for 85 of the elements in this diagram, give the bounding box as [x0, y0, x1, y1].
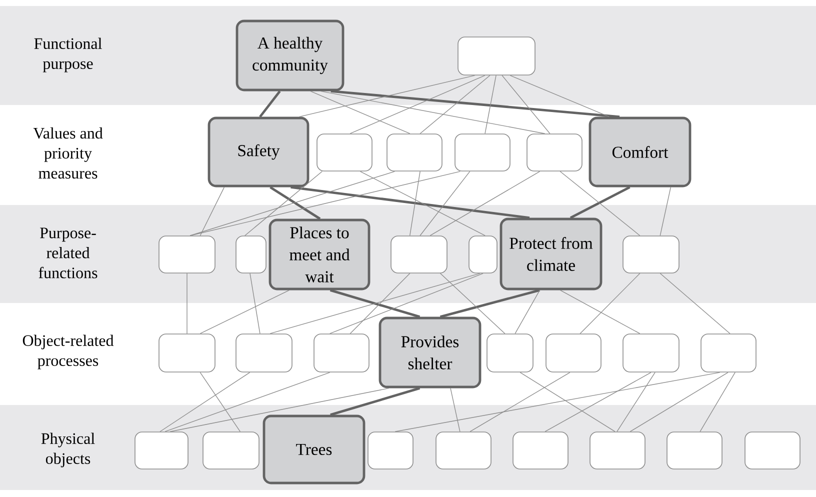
level-label: Functional purpose [34, 38, 102, 72]
concept-box: Trees [262, 414, 366, 484]
connector-line [310, 90, 410, 134]
empty-box [236, 334, 292, 372]
connector-line [244, 171, 323, 236]
highlighted-line [440, 289, 540, 318]
connector-line [200, 186, 225, 236]
connector-line [630, 372, 728, 432]
empty-box [158, 334, 216, 372]
concept-box: Provides shelter [378, 316, 482, 388]
highlighted-line [270, 186, 321, 220]
connector-line [430, 171, 540, 236]
highlighted-line [259, 90, 281, 118]
concept-box: A healthy community [236, 20, 344, 92]
connector-line [544, 372, 652, 432]
connector-line [560, 171, 640, 236]
empty-box [458, 36, 536, 76]
concept-box: Comfort [588, 116, 692, 188]
empty-box [368, 432, 414, 470]
level-label: Physical objects [41, 432, 95, 468]
connector-line [200, 290, 290, 334]
highlighted-line [330, 387, 420, 416]
empty-box [202, 432, 260, 470]
connector-line [520, 372, 616, 432]
connector-line [470, 372, 570, 432]
highlighted-line [330, 90, 620, 118]
empty-box [436, 432, 492, 470]
connector-line [394, 372, 720, 432]
highlighted-line [290, 186, 530, 219]
empty-box [158, 236, 216, 274]
connector-line [190, 171, 396, 236]
highlighted-line [570, 186, 630, 219]
empty-box [512, 432, 568, 470]
connector-line [298, 75, 476, 118]
connector-line [700, 372, 736, 432]
connector-line [330, 273, 484, 334]
empty-box [134, 432, 188, 470]
highlighted-line [330, 289, 420, 318]
connector-line [164, 372, 330, 432]
connector-line [560, 290, 640, 334]
concept-box: Safety [208, 116, 310, 188]
empty-box [622, 236, 680, 274]
connector-line [660, 186, 672, 236]
connector-line [350, 75, 486, 134]
connector-line [186, 273, 188, 334]
empty-box [486, 334, 534, 372]
empty-box [316, 134, 372, 172]
empty-box [546, 334, 602, 372]
empty-box [468, 236, 498, 274]
connector-line [410, 171, 420, 236]
connector-line [200, 372, 240, 432]
connector-line [580, 273, 640, 334]
empty-box [744, 432, 800, 470]
connector-line [616, 372, 656, 432]
connector-line [420, 171, 470, 236]
concept-box: Places to meet and wait [268, 218, 370, 290]
connector-line [660, 273, 730, 334]
connector-line [250, 273, 260, 334]
connector-line [350, 273, 410, 334]
connector-line [440, 273, 506, 334]
connector-line [160, 372, 250, 432]
empty-box [590, 432, 646, 470]
empty-box [622, 334, 680, 372]
level-label: Purpose-related functions [38, 228, 98, 278]
connector-line [270, 273, 480, 334]
connector-line [320, 90, 546, 134]
connector-line [170, 388, 390, 432]
connector-line [502, 75, 550, 134]
empty-box [526, 134, 582, 172]
empty-box [700, 334, 756, 372]
connector-line [514, 290, 540, 334]
level-label: Object-related processes [22, 334, 114, 370]
empty-box [666, 432, 722, 470]
connector-line [484, 75, 496, 134]
level-label: Values and priority measures [33, 127, 103, 179]
connector-line [510, 75, 610, 118]
empty-box [454, 134, 510, 172]
connector-line [190, 171, 461, 236]
empty-box [236, 236, 266, 274]
empty-box [390, 236, 448, 274]
empty-box [314, 334, 370, 372]
connector-line [420, 75, 490, 134]
empty-box [386, 134, 442, 172]
concept-box: Protect from climate [500, 218, 602, 290]
connector-line [450, 388, 460, 432]
